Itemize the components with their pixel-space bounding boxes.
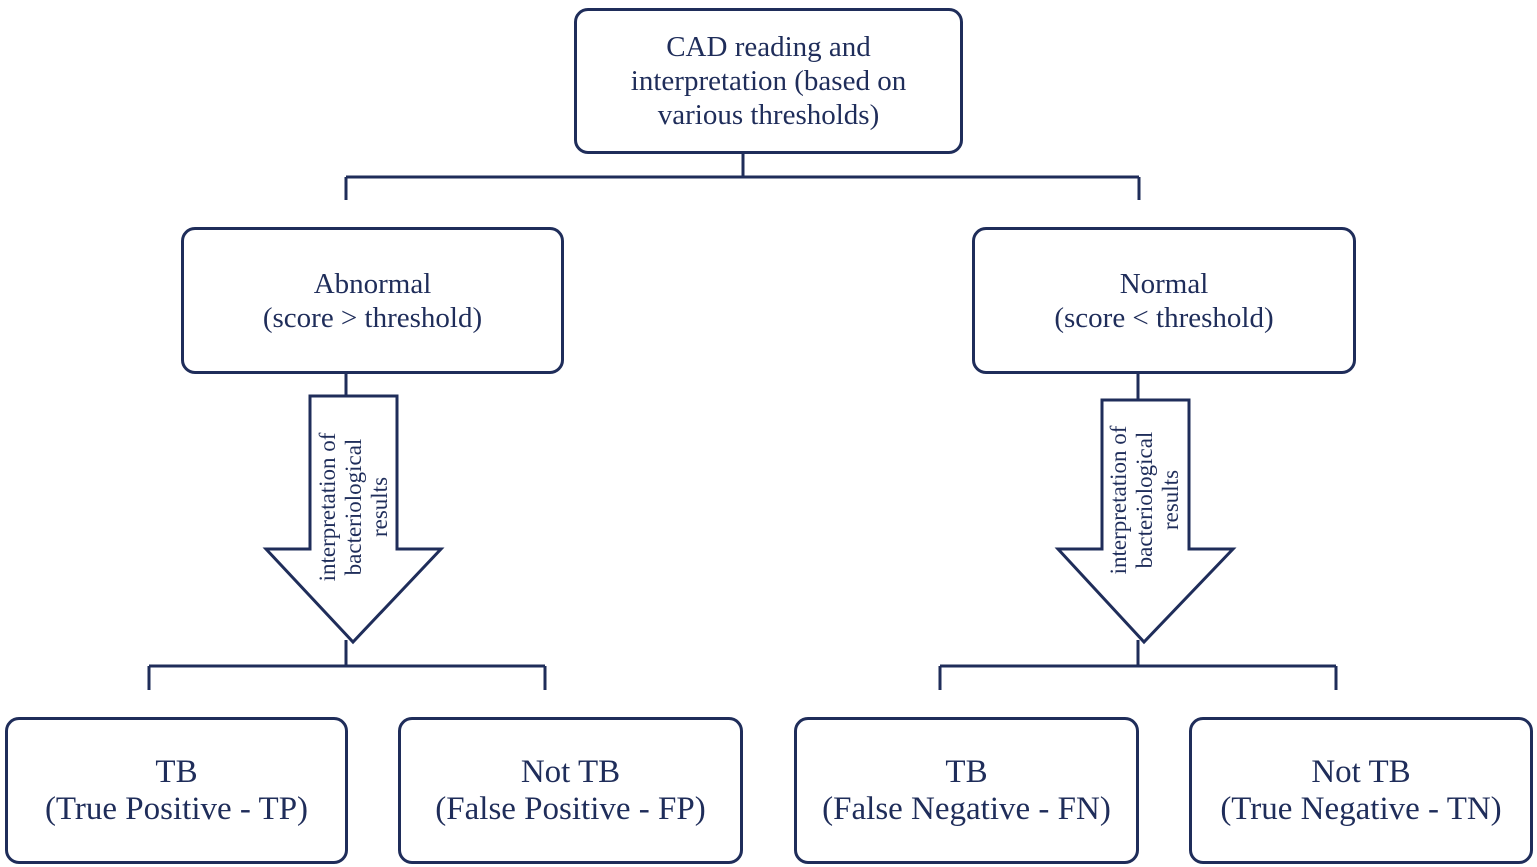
abnormal-subtitle: (score > threshold) (262, 301, 483, 334)
abnormal-title: Abnormal (313, 267, 432, 300)
leaf-tp-title: TB (155, 753, 198, 790)
left-arrow-shape (262, 394, 445, 645)
leaf-fn-title: TB (945, 753, 988, 790)
right-arrow-shape (1054, 398, 1237, 645)
leaf-true-negative: Not TB (True Negative - TN) (1189, 717, 1533, 864)
left-arrow-line-1: interpretation of (315, 432, 340, 582)
normal-box: Normal (score < threshold) (972, 227, 1356, 374)
right-arrow-line-3: results (1158, 469, 1183, 531)
normal-title: Normal (1119, 267, 1209, 300)
leaf-true-positive: TB (True Positive - TP) (5, 717, 348, 864)
leaf-false-negative: TB (False Negative - FN) (794, 717, 1139, 864)
leaf-false-positive: Not TB (False Positive - FP) (398, 717, 743, 864)
root-line-3: various thresholds) (657, 99, 880, 131)
leaf-tn-subtitle: (True Negative - TN) (1220, 790, 1502, 827)
leaf-tn-title: Not TB (1311, 753, 1411, 790)
right-arrow-line-1: interpretation of (1106, 425, 1131, 575)
left-arrow-line-3: results (367, 476, 392, 538)
leaf-fn-subtitle: (False Negative - FN) (822, 790, 1111, 827)
leaf-tp-subtitle: (True Positive - TP) (44, 790, 309, 827)
left-arrow-line-2: bacteriological (341, 438, 366, 576)
right-arrow-line-2: bacteriological (1132, 431, 1157, 569)
root-line-1: CAD reading and (666, 31, 871, 63)
abnormal-box: Abnormal (score > threshold) (181, 227, 564, 374)
leaf-fp-title: Not TB (520, 753, 621, 790)
root-line-2: interpretation (based on (630, 65, 907, 97)
root-box: CAD reading and interpretation (based on… (574, 8, 963, 154)
leaf-fp-subtitle: (False Positive - FP) (435, 790, 706, 827)
normal-subtitle: (score < threshold) (1054, 301, 1274, 334)
